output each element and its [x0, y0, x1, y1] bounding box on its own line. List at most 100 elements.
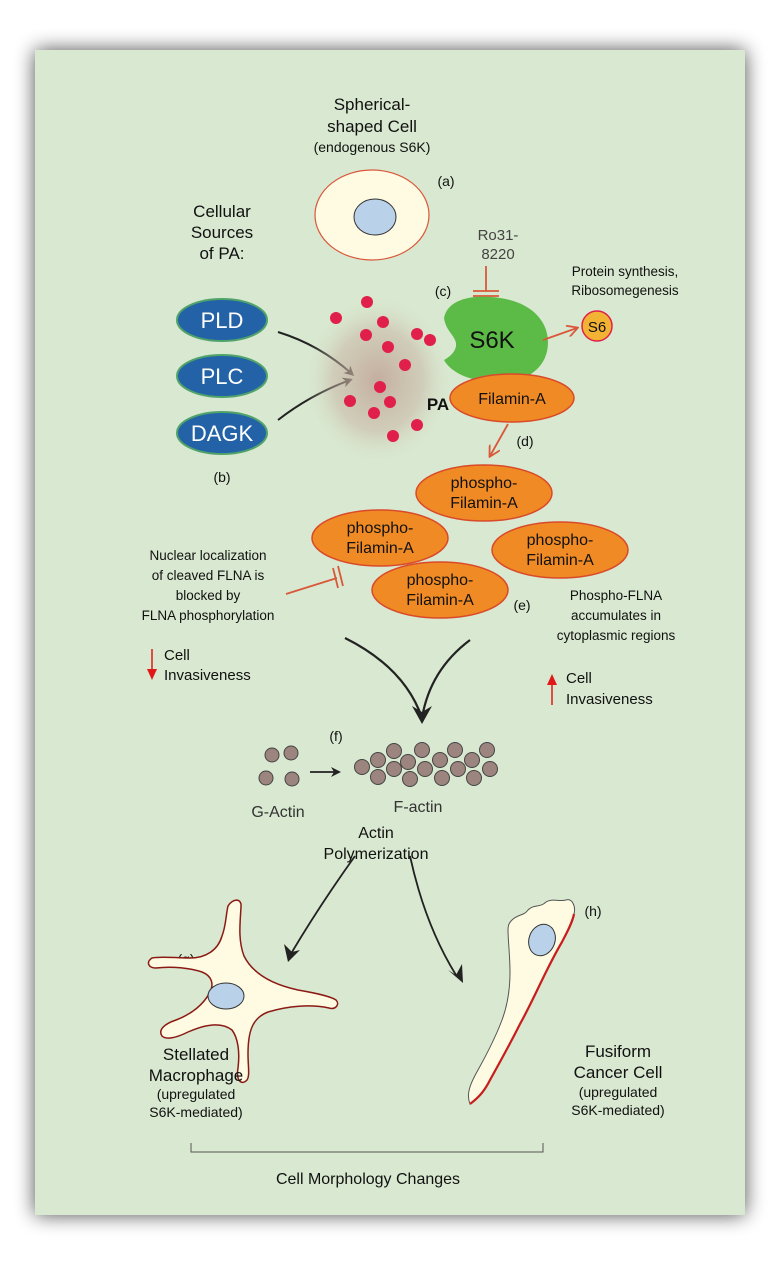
- morphology-bracket: Cell Morphology Changes: [190, 1143, 544, 1188]
- fusiform-line-3: (upregulated: [579, 1084, 658, 1100]
- inhibitor: Ro31- 8220: [473, 227, 518, 297]
- plc-oval: [176, 354, 268, 398]
- accumulates-line-2: accumulates in: [571, 608, 661, 623]
- pa-dot: [360, 329, 372, 341]
- pa-dot: [382, 341, 394, 353]
- pa-dot: [361, 296, 373, 308]
- arrow-to-stellated-head: [284, 944, 300, 962]
- phospho-2-line1: phospho-: [347, 520, 414, 537]
- dagk-oval: [176, 411, 268, 455]
- nuclear-inhibit-bar-2: [337, 565, 344, 587]
- phospho-4-line2: Filamin-A: [406, 592, 474, 609]
- f-actin-filament: [354, 742, 498, 787]
- filamin-label: Filamin-A: [478, 391, 546, 408]
- s6-circle: [581, 310, 613, 342]
- g-actin-monomer: [283, 745, 299, 761]
- fusiform-line-4: S6K-mediated): [571, 1102, 664, 1118]
- label-e: (e): [513, 597, 530, 613]
- label-d: (d): [516, 433, 533, 449]
- f-actin-bead: [386, 761, 402, 777]
- s6-label: S6: [588, 319, 606, 336]
- g-actin-label: G-Actin: [251, 804, 304, 821]
- arrow-to-stellated: [291, 855, 356, 953]
- arrow-filamin-to-phospho: [490, 423, 509, 456]
- fusiform-line-1: Fusiform: [585, 1042, 651, 1061]
- pa-dot: [344, 395, 356, 407]
- nuclear-line-4: FLNA phosphorylation: [142, 608, 275, 623]
- pa-sources: Cellular Sources of PA: PLD PLC DAGK (b): [176, 202, 268, 485]
- nuclear-line-1: Nuclear localization: [149, 548, 266, 563]
- f-actin-bead: [466, 770, 482, 786]
- f-actin-bead: [402, 771, 418, 787]
- nuclear-line-3: blocked by: [176, 588, 241, 603]
- nuclear-inhibit-line: [285, 577, 338, 595]
- pa-dot: [384, 396, 396, 408]
- f-actin-bead: [370, 752, 386, 768]
- arrow-to-fusiform: [409, 855, 457, 976]
- spherical-title-2: shaped Cell: [327, 117, 417, 136]
- label-c: (c): [435, 283, 451, 299]
- f-actin-bead: [464, 752, 480, 768]
- f-actin-bead: [432, 752, 448, 768]
- fusiform-cancer-cell: (h) Fusiform Cancer Cell (upregulated S6…: [467, 899, 665, 1118]
- sources-title-3: of PA:: [199, 244, 244, 263]
- pa-dot: [411, 419, 423, 431]
- stellated-line-4: S6K-mediated): [149, 1104, 242, 1120]
- stellated-line-2: Macrophage: [149, 1066, 244, 1085]
- phospho-oval-4: [371, 561, 509, 619]
- f-actin-bead: [370, 769, 386, 785]
- pa-dot: [330, 312, 342, 324]
- phospho-4-line1: phospho-: [407, 572, 474, 589]
- dagk-label: DAGK: [191, 421, 254, 446]
- f-actin-bead: [479, 742, 495, 758]
- arrow-to-fusiform-head: [448, 964, 463, 983]
- converge-arrow-right: [420, 639, 471, 719]
- pa-dot: [387, 430, 399, 442]
- phospho-2-line2: Filamin-A: [346, 540, 414, 557]
- g-actin-monomer: [284, 771, 300, 787]
- pa-cloud: [303, 295, 453, 465]
- pa-label: PA: [427, 395, 449, 414]
- pa-dots: [330, 296, 436, 442]
- f-actin-bead: [417, 761, 433, 777]
- nuclear-inhibit-bar: [332, 567, 339, 589]
- down-arrow-head: [147, 669, 157, 680]
- converge-arrow-left: [344, 637, 424, 719]
- f-actin-bead: [400, 754, 416, 770]
- label-b: (b): [213, 469, 230, 485]
- label-a: (a): [437, 173, 454, 189]
- phospho-3-line2: Filamin-A: [526, 552, 594, 569]
- pa-dot: [377, 316, 389, 328]
- sources-title-1: Cellular: [193, 202, 251, 221]
- spherical-cell: Spherical- shaped Cell (endogenous S6K) …: [314, 95, 455, 261]
- f-actin-bead: [386, 743, 402, 759]
- phospho-3-line1: phospho-: [527, 532, 594, 549]
- invasive-down-1: Cell: [164, 647, 190, 664]
- arrow-s6k-to-s6: [542, 328, 577, 341]
- macrophage-nucleus: [207, 982, 245, 1010]
- label-f: (f): [329, 728, 342, 744]
- filamin-oval: [449, 373, 575, 423]
- g-actin-monomer: [258, 770, 274, 786]
- polymerization-line-2: Polymerization: [324, 846, 429, 863]
- pa-dot: [424, 334, 436, 346]
- converge-arrowhead: [412, 706, 432, 724]
- stellated-macrophage: (g) Stellated Macrophage (upregulated S6…: [147, 899, 339, 1120]
- pa-dot: [374, 381, 386, 393]
- sources-title-2: Sources: [191, 223, 253, 242]
- phospho-filamin-group: phospho- Filamin-A phospho- Filamin-A ph…: [311, 464, 629, 619]
- inhibitor-label-2: 8220: [481, 246, 514, 263]
- s6k-label: S6K: [469, 327, 514, 354]
- f-actin-bead: [482, 761, 498, 777]
- plc-label: PLC: [201, 364, 244, 389]
- accumulates-line-1: Phospho-FLNA: [570, 588, 662, 603]
- phospho-oval-3: [491, 521, 629, 579]
- fusiform-edge: [469, 913, 576, 1105]
- up-arrow-head: [547, 674, 557, 685]
- f-actin-label: F-actin: [394, 799, 443, 816]
- f-actin-bead: [414, 742, 430, 758]
- pld-oval: [176, 298, 268, 342]
- s6k-shape: [444, 296, 548, 383]
- phospho-1-line2: Filamin-A: [450, 495, 518, 512]
